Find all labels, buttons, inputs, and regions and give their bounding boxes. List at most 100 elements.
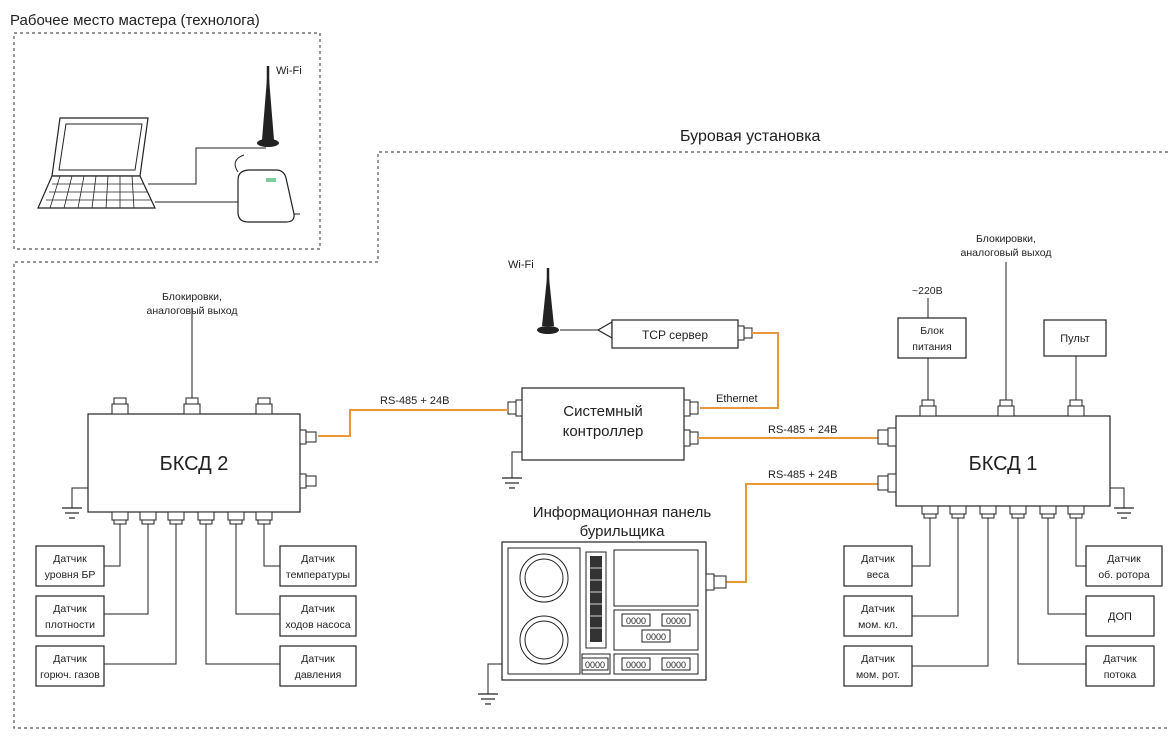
- svg-text:об. ротора: об. ротора: [1098, 569, 1150, 581]
- svg-text:питания: питания: [912, 341, 951, 353]
- svg-text:Датчик: Датчик: [301, 603, 335, 615]
- wire-s-level: [104, 524, 121, 567]
- bksd1-top-connectors: [919, 399, 1085, 417]
- sensor-dop-box: ДОП: [1085, 595, 1155, 637]
- readout-3: 0000: [646, 632, 666, 642]
- svg-text:Датчик: Датчик: [53, 653, 87, 665]
- controller-port-eth: [683, 399, 699, 417]
- bksd2-blocking-1: Блокировки,: [162, 291, 222, 303]
- bksd2-right-connectors: [299, 429, 317, 489]
- sensor-rot-torque-box: Датчик мом. рот.: [843, 645, 913, 687]
- bksd2-box: [87, 413, 301, 513]
- svg-text:Датчик: Датчик: [53, 553, 87, 565]
- info-panel-box: [501, 541, 707, 681]
- sensor-weight-box: Датчик веса: [843, 545, 913, 587]
- bksd2-title: БКСД 2: [160, 453, 229, 475]
- wire-s-rot-torque: [912, 518, 989, 667]
- svg-text:Датчик: Датчик: [1107, 553, 1141, 565]
- rs485-right-bottom-label: RS-485 + 24В: [768, 469, 837, 481]
- tcp-server-label: TCP сервер: [642, 328, 708, 342]
- rs485-right-bottom-cable: [726, 483, 878, 583]
- info-panel-title-2: бурильщика: [580, 523, 665, 540]
- svg-text:Блок: Блок: [920, 325, 944, 337]
- laptop-icon: [37, 117, 156, 209]
- laptop-antenna-cable: [148, 147, 266, 185]
- ethernet-label: Ethernet: [716, 393, 758, 405]
- wifi-antenna-laptop-icon: [257, 66, 279, 147]
- svg-text:Датчик: Датчик: [861, 653, 895, 665]
- info-panel-title-1: Информационная панель: [533, 504, 712, 521]
- sensor-key-torque-box: Датчик мом. кл.: [843, 595, 913, 637]
- bksd2-blocking-2: аналоговый выход: [147, 305, 238, 317]
- svg-text:Пульт: Пульт: [1060, 333, 1090, 345]
- bksd1-ground-icon: [1110, 487, 1134, 519]
- bksd1-blocking-1: Блокировки,: [976, 233, 1036, 245]
- wire-s-pressure: [205, 524, 280, 665]
- master-region-frame: [13, 32, 321, 250]
- sensor-pump-strokes-box: Датчик ходов насоса: [279, 595, 357, 637]
- readout-2: 0000: [666, 616, 686, 626]
- controller-port-rs: [683, 429, 699, 447]
- readout-1: 0000: [626, 616, 646, 626]
- svg-text:температуры: температуры: [286, 569, 350, 581]
- tcp-antenna-port: [596, 320, 613, 340]
- svg-text:Датчик: Датчик: [53, 603, 87, 615]
- bksd1-title: БКСД 1: [969, 453, 1038, 475]
- sensor-flow-box: Датчик потока: [1085, 645, 1155, 687]
- tcp-server-box: [611, 319, 739, 349]
- svg-text:давления: давления: [295, 669, 342, 681]
- bksd1-blocking-2: аналоговый выход: [961, 247, 1052, 259]
- sensor-density-box: Датчик плотности: [35, 595, 105, 637]
- ethernet-cable: [700, 332, 779, 409]
- wire-s-strokes: [235, 524, 280, 615]
- wire-s-weight: [912, 518, 931, 567]
- svg-text:мом. кл.: мом. кл.: [858, 619, 898, 631]
- svg-text:Датчик: Датчик: [301, 553, 335, 565]
- wire-s-key-torque: [912, 518, 959, 617]
- info-panel-readouts: 0000 0000 0000 0000 0000 0000: [581, 613, 691, 671]
- readout-6: 0000: [666, 660, 686, 670]
- wire-s-temp: [263, 524, 280, 567]
- sensor-temperature-box: Датчик температуры: [279, 545, 357, 587]
- svg-text:потока: потока: [1104, 669, 1137, 681]
- sensor-level-box: Датчик уровня БР: [35, 545, 105, 587]
- svg-text:Датчик: Датчик: [301, 653, 335, 665]
- rig-region-frame: [13, 151, 1168, 729]
- wire-s-flow: [1017, 518, 1086, 665]
- remote-panel-box: Пульт: [1043, 319, 1107, 357]
- power-block-box: Блок питания: [897, 317, 967, 359]
- wire-s-dop: [1047, 518, 1086, 615]
- sensor-gas-box: Датчик горюч. газов: [35, 645, 105, 687]
- controller-label-2: контроллер: [563, 423, 644, 440]
- svg-text:уровня БР: уровня БР: [45, 569, 96, 581]
- voltage-label: ~220В: [912, 285, 943, 297]
- bksd1-bottom-connectors: [921, 505, 1085, 519]
- svg-text:горюч. газов: горюч. газов: [40, 669, 100, 681]
- rs485-right-top-label: RS-485 + 24В: [768, 424, 837, 436]
- tcp-server-port: [737, 325, 753, 341]
- info-panel-port: [705, 573, 727, 591]
- svg-text:ДОП: ДОП: [1108, 611, 1132, 623]
- controller-label-1: Системный: [563, 403, 643, 420]
- wifi-controller-label: Wi-Fi: [508, 259, 534, 271]
- bksd2-bottom-connectors: [111, 511, 273, 525]
- wifi-laptop-label: Wi-Fi: [276, 65, 302, 77]
- bksd2-ground-icon: [62, 487, 88, 519]
- bksd2-top-connectors: [111, 397, 273, 415]
- wire-s-density: [104, 524, 149, 615]
- readout-4: 0000: [585, 660, 605, 670]
- sensor-pressure-box: Датчик давления: [279, 645, 357, 687]
- svg-text:Датчик: Датчик: [861, 603, 895, 615]
- wire-s-rotor: [1075, 518, 1086, 567]
- system-controller-box: [521, 387, 685, 461]
- rs485-left-cable: [318, 409, 508, 437]
- svg-text:ходов насоса: ходов насоса: [285, 619, 350, 631]
- wire-s-gas: [104, 524, 177, 665]
- svg-text:Датчик: Датчик: [861, 553, 895, 565]
- rig-region-label: Буровая установка: [680, 128, 821, 145]
- controller-ground-icon: [502, 451, 522, 489]
- master-region-label: Рабочее место мастера (технолога): [10, 12, 260, 29]
- readout-5: 0000: [626, 660, 646, 670]
